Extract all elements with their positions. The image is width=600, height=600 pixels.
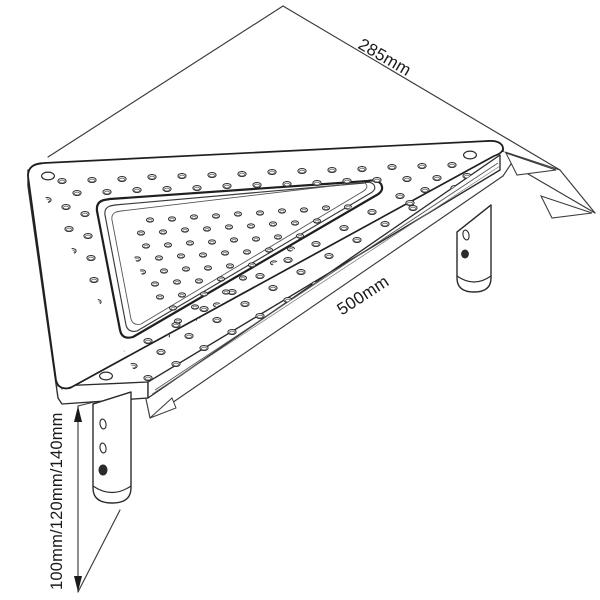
width-dimension-line [149,175,504,419]
dimension-lines-group [47,5,596,593]
leg-left-hole-1 [99,418,107,430]
shelf-assembly [27,139,504,405]
leg-left-hole-3 [98,464,108,476]
shelf-edge-right [147,154,501,399]
depth-arrow-head [504,152,557,176]
inner-recess-mid [104,181,376,332]
mounting-hole-bottom [98,371,114,381]
height-arrow-top [74,406,82,422]
leg-right-tube [456,204,492,293]
mounting-hole-right [463,150,477,160]
leg-right-hole-1 [462,229,470,241]
leg-left-top-edge [92,391,132,405]
depth-extension-right-b [559,169,596,214]
inner-recess-inner [111,181,368,325]
width-dimension-label: 500mm [334,272,393,319]
mounting-hole-left [40,171,56,181]
leg-left-bottom-curve [92,485,132,494]
shelf-corner-left [27,162,43,177]
leg-right-top-edge [456,204,492,233]
height-dimension-label: 100mm/120mm/140mm [48,412,66,590]
leg-left [92,391,132,504]
leg-right-hole-2 [461,249,469,259]
width-extension-right [502,163,512,177]
leg-right [456,204,492,293]
depth-dimension-label: 285mm [355,35,414,80]
leg-right-bottom-curve [456,275,492,283]
leg-left-tube [92,391,132,504]
shelf-edge-inner-line-right-2 [151,165,501,395]
height-extension-bottom [77,509,121,593]
shelf-edge-inner-line-right [154,162,499,391]
leg-left-hole-2 [99,442,107,454]
height-arrow-bottom [74,576,82,592]
shelf-corner-right [485,140,504,153]
depth-arrow-head-2 [539,195,593,219]
depth-extension-upper [504,151,561,171]
depth-dimension-line-b [282,5,561,171]
depth-dimension-line [47,5,284,158]
shelf-top-surface [27,139,504,390]
width-extension-left [145,398,151,419]
shelf-corner-bottom [55,379,73,390]
width-arrow-left [149,397,177,419]
